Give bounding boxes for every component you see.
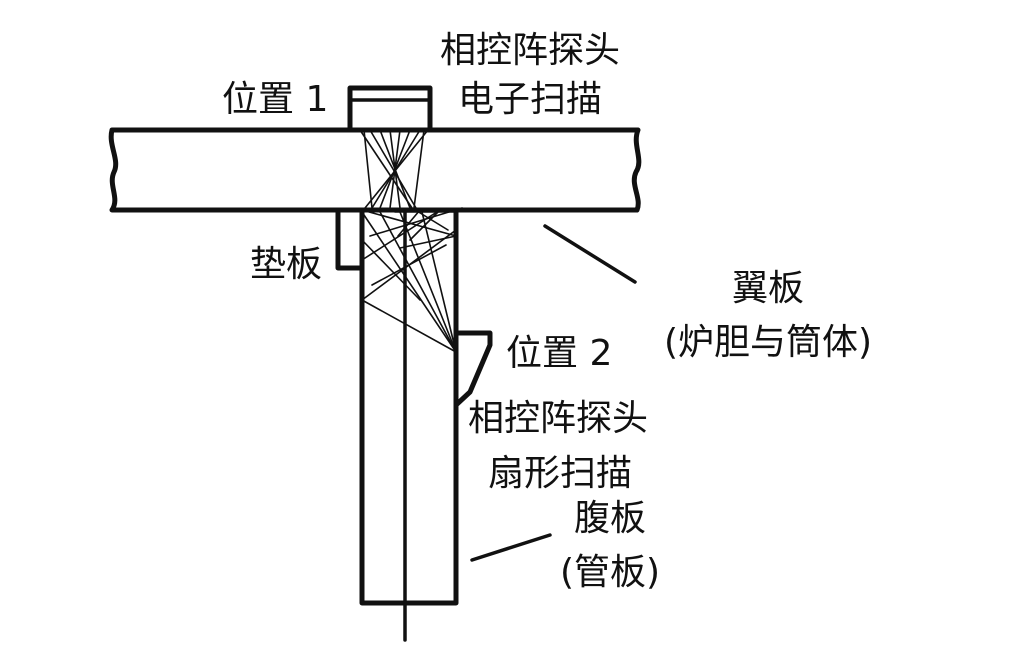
probe-side-label-line2: 扇形扫描 [488,453,632,494]
backing-plate [335,207,365,271]
position1-label: 位置 1 [222,79,328,120]
electronic-scan-beams [359,129,429,209]
probe-position1 [347,85,433,133]
probe-position2 [453,330,493,408]
probe-top-label-line2: 电子扫描 [458,79,602,120]
flange-label-line2: (炉胆与筒体) [664,322,872,363]
probe-side-label-line1: 相控阵探头 [468,398,648,439]
probe-top-label-line1: 相控阵探头 [440,30,620,71]
flange-plate [108,127,642,213]
flange-leader [543,224,637,284]
position2-label: 位置 2 [506,333,612,374]
web-label-line1: 腹板 [574,498,646,539]
sector-scan-beams [361,209,457,353]
web-label-line2: (管板) [560,552,660,593]
flange-label-line1: 翼板 [732,268,804,309]
web-plate [359,207,459,606]
web-leader [470,533,552,562]
backing-plate-label: 垫板 [250,244,322,285]
